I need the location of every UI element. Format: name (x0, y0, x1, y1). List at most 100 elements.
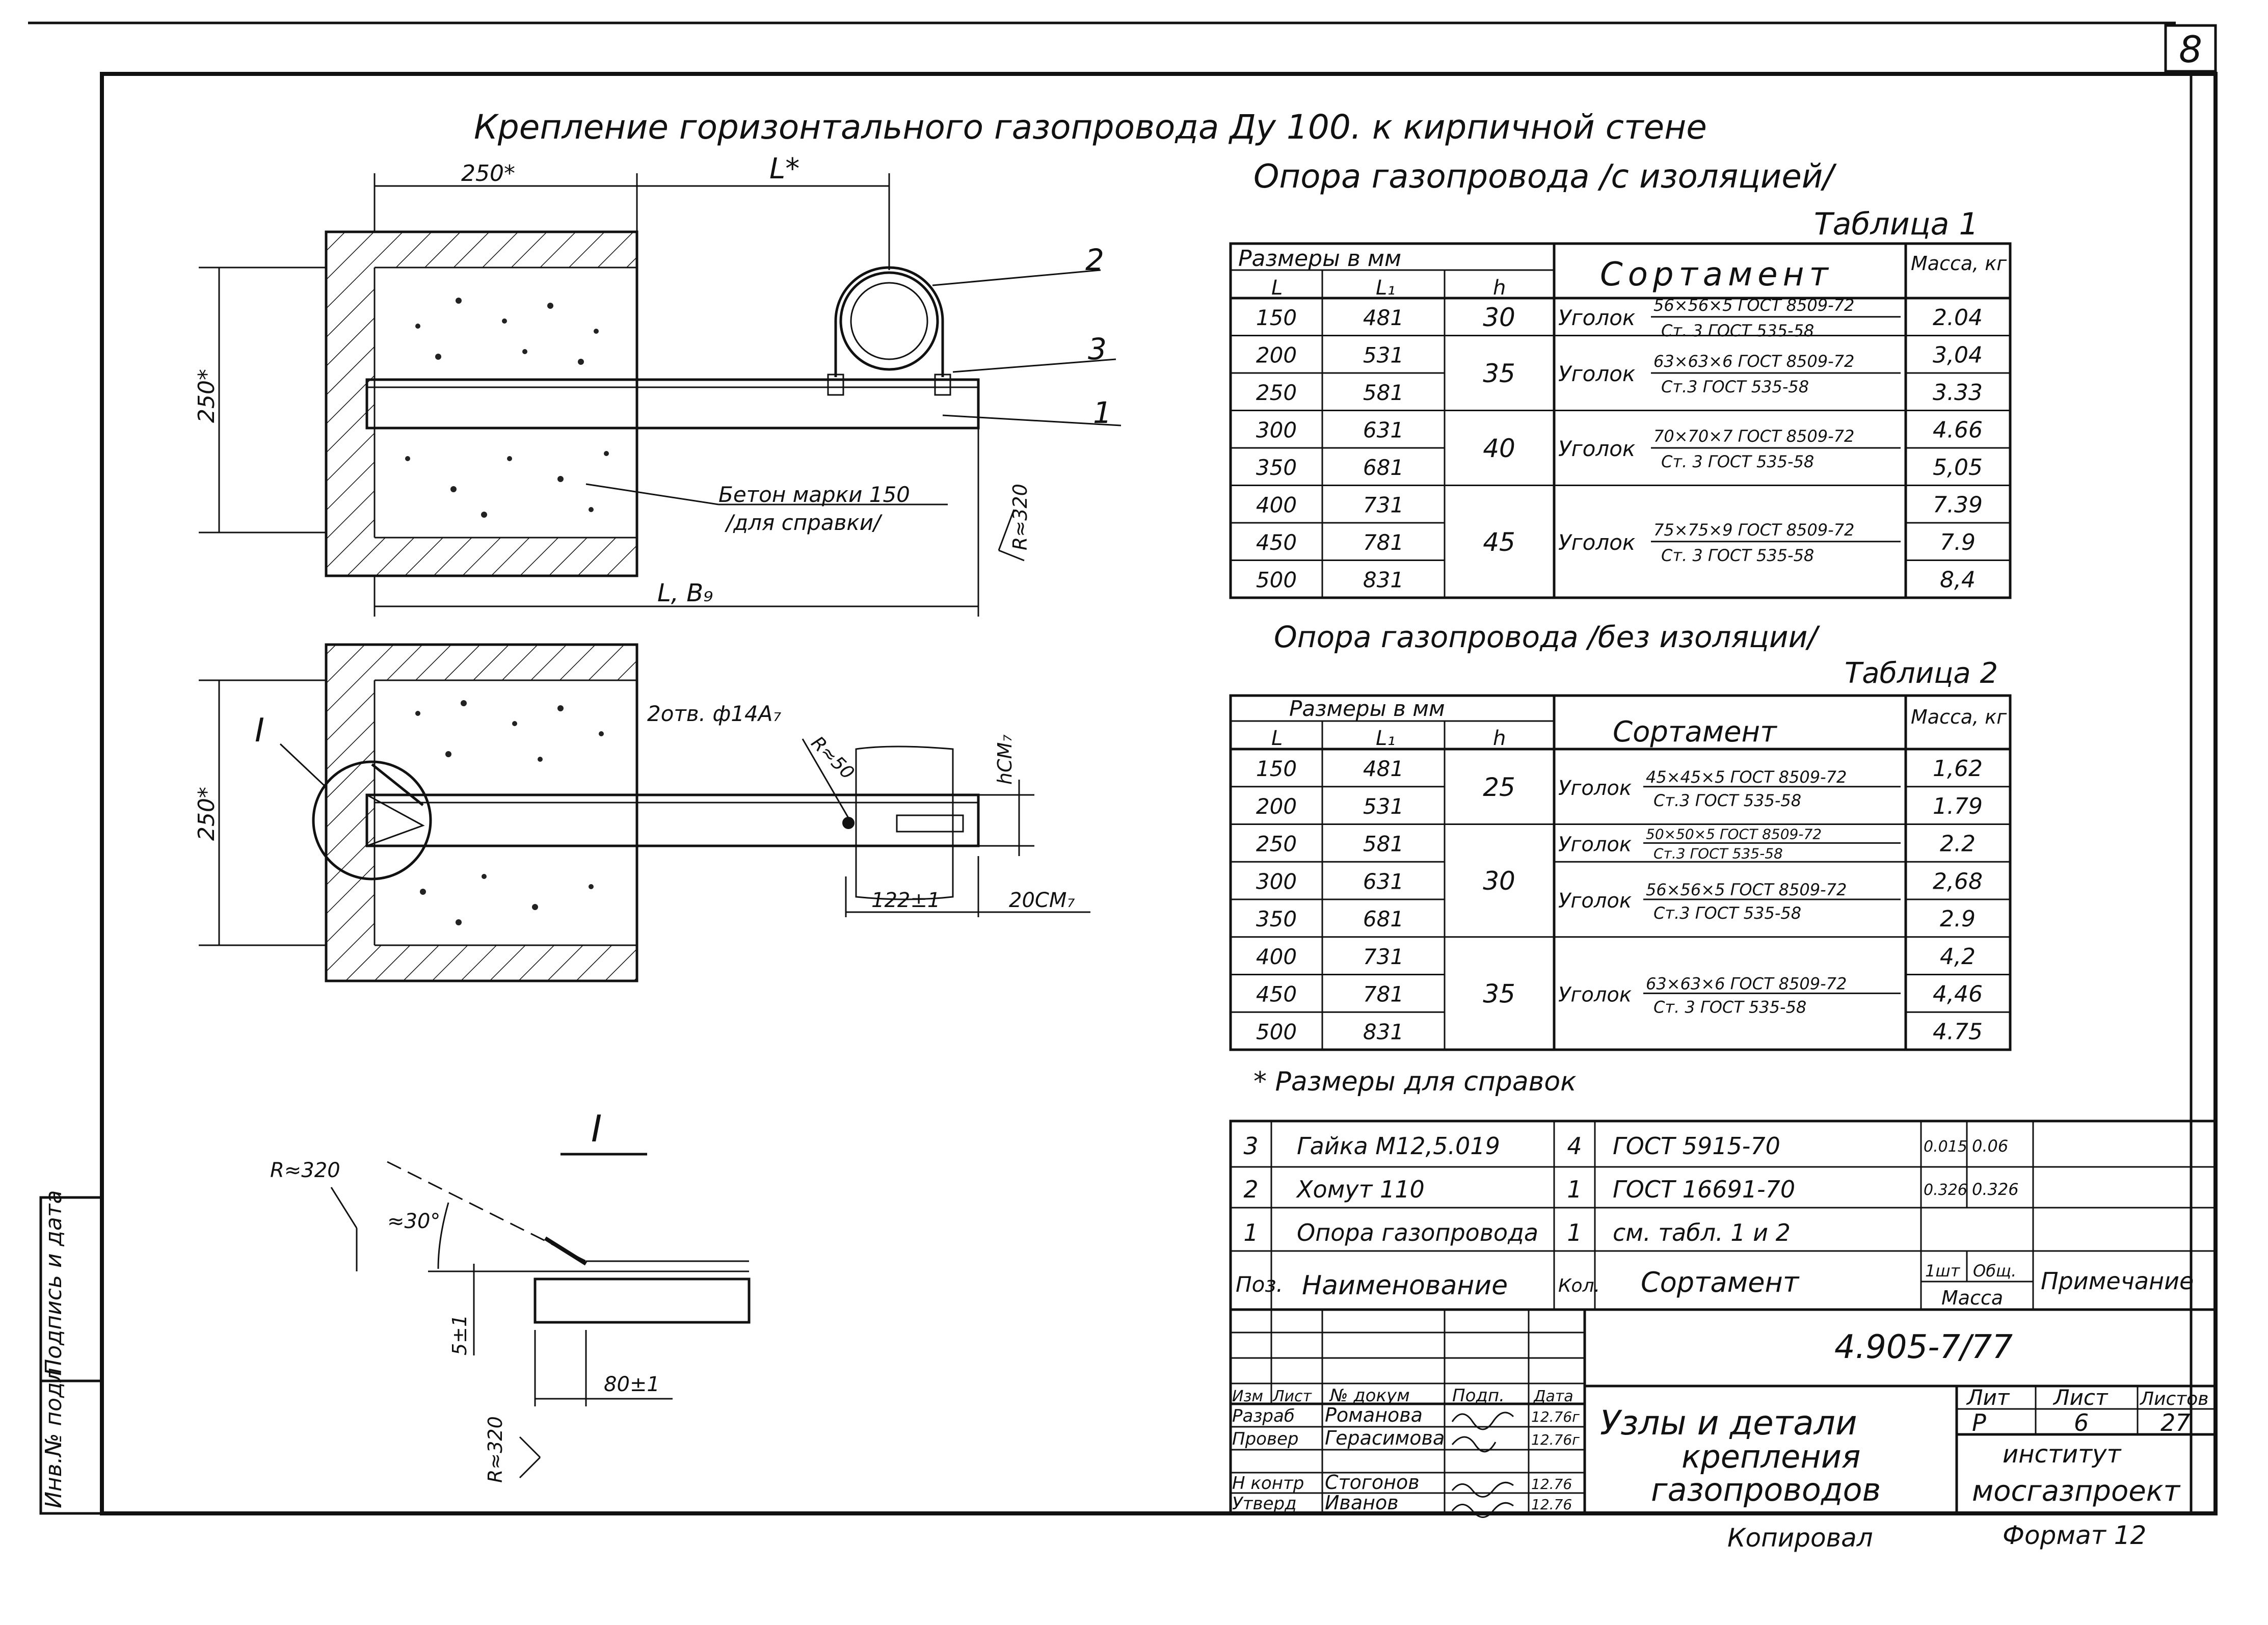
stamp-header-list: Лист (1272, 1388, 1313, 1405)
spec-header-name: Наименование (1302, 1270, 1508, 1301)
dimension-250-left-2: 250* (194, 787, 220, 841)
stamp-person-name: Иванов (1325, 1491, 1399, 1514)
table-cell-mass: 3.33 (1933, 380, 1983, 406)
table-cell-h: 30 (1483, 866, 1515, 896)
table-1-col-h: h (1493, 276, 1506, 300)
table-cell-L1: 731 (1363, 492, 1404, 517)
table-cell-mass: 4.75 (1933, 1019, 1983, 1045)
table-cell-L: 450 (1256, 530, 1297, 555)
table-cell-sort-name: Уголок (1558, 833, 1632, 856)
table-cell-mass: 2.04 (1933, 305, 1983, 331)
table-cell-L: 450 (1256, 982, 1297, 1007)
table-cell-sort-top: 63×63×6 ГОСТ 8509-72 (1646, 974, 1847, 993)
table-1: Таблица 1 Размеры в мм L L₁ h Сортамент … (1229, 206, 2012, 599)
table-cell-sort-name: Уголок (1558, 305, 1636, 330)
table-cell-L: 300 (1256, 869, 1297, 894)
table-cell-L: 250 (1256, 832, 1297, 857)
stamp-date: 12.76г (1531, 1408, 1580, 1425)
table-cell-sort-bottom: Ст.3 ГОСТ 535-58 (1653, 845, 1783, 862)
table-cell-mass: 7.39 (1933, 492, 1983, 518)
stamp-sheets-value: 27 (2160, 1409, 2191, 1436)
table-2-col-mass: Масса, кг (1911, 706, 2007, 728)
stamp-lit-value: Р (1972, 1409, 1986, 1436)
table-cell-mass: 1.79 (1933, 793, 1983, 819)
stamp-person-name: Стогонов (1325, 1471, 1420, 1494)
table-2-col-L: L (1271, 727, 1283, 750)
stamp-date: 12.76 (1531, 1496, 1572, 1513)
detail-80mm: 80±1 (604, 1373, 660, 1396)
support-plan-view: I 2отв. ф14A₇ R≈50 250* hCM₇ 122±1 20CM₇ (194, 643, 1090, 982)
table-cell-sort-name: Уголок (1558, 530, 1636, 555)
stamp-header-date: Дата (1533, 1388, 1573, 1405)
spec-row-qty: 4 (1567, 1132, 1582, 1160)
table-2-caption: Таблица 2 (1845, 657, 1998, 690)
spec-header-sort: Сортамент (1641, 1266, 1800, 1298)
table-cell-h: 35 (1483, 359, 1515, 388)
dimension-L1: L, B₉ (657, 579, 713, 607)
format-label: Формат 12 (2003, 1521, 2146, 1550)
sheet-frame: 8 Подпись и дата Инв.№ подл (28, 21, 2218, 1515)
table-cell-L1: 731 (1363, 944, 1404, 969)
table-1-col-L1: L₁ (1376, 276, 1395, 300)
table-cell-L: 200 (1256, 794, 1297, 819)
table-1-header-sizes: Размеры в мм (1238, 246, 1401, 272)
table-cell-mass: 1,62 (1933, 756, 1983, 782)
spec-header-qty: Кол. (1558, 1275, 1600, 1296)
spec-row-pos: 3 (1243, 1132, 1258, 1160)
position-2-label: 2 (1085, 243, 1104, 277)
table-cell-L: 350 (1256, 455, 1297, 480)
detail-radius-2: R≈320 (484, 1416, 506, 1483)
table-1-col-mass: Масса, кг (1911, 252, 2007, 275)
stamp-date: 12.76 (1531, 1476, 1572, 1493)
stamp-header-sheets: Листов (2139, 1389, 2208, 1409)
table-cell-sort-bottom: Ст. 3 ГОСТ 535-58 (1661, 546, 1814, 565)
table-2: Таблица 2 Размеры в мм L L₁ h Сортамент … (1229, 657, 2012, 1051)
table-2-col-h: h (1493, 727, 1506, 750)
table-cell-L: 200 (1256, 342, 1297, 367)
table-cell-mass: 4,2 (1940, 944, 1976, 970)
stamp-header-lit: Лит (1966, 1385, 2010, 1410)
concrete-note-2: /для справки/ (724, 510, 883, 535)
dimension-250-left: 250* (194, 369, 220, 423)
dimension-122: 122±1 (871, 889, 940, 912)
stamp-header-sheet: Лист (2052, 1385, 2109, 1410)
spec-row-mass-total: 0.326 (1972, 1180, 2019, 1199)
position-1-label: 1 (1093, 395, 1112, 430)
dimension-250-top: 250* (461, 161, 515, 187)
table-cell-sort-bottom: Ст.3 ГОСТ 535-58 (1653, 903, 1801, 923)
detail-5mm: 5±1 (448, 1315, 471, 1355)
support-elevation-view: 2 3 1 Бетон марки 150 /для справки/ 250*… (194, 152, 1122, 617)
spec-header-note: Примечание (2041, 1267, 2194, 1295)
copied-by: Копировал (1727, 1523, 1873, 1553)
table-cell-L: 300 (1256, 417, 1297, 442)
table-cell-mass: 4,46 (1933, 981, 1983, 1007)
table-cell-mass: 2.9 (1940, 906, 1976, 932)
table-cell-mass: 5,05 (1933, 455, 1983, 481)
table-cell-mass: 8,4 (1940, 567, 1976, 593)
table-cell-sort-name: Уголок (1558, 889, 1632, 913)
table-cell-L1: 681 (1363, 455, 1404, 480)
stamp-org-1: институт (2003, 1440, 2122, 1469)
stamp-header-izm: Изм (1232, 1388, 1263, 1405)
spec-header-mass-total: Общ. (1973, 1261, 2016, 1281)
spec-row-mass-1: 0.015 (1924, 1138, 1967, 1156)
table-cell-sort-top: 56×56×5 ГОСТ 8509-72 (1646, 880, 1847, 899)
table-1-caption: Таблица 1 (1814, 206, 1979, 242)
table-cell-mass: 4.66 (1933, 417, 1983, 443)
table-cell-sort-name: Уголок (1558, 983, 1632, 1006)
table-cell-L1: 581 (1363, 380, 1404, 405)
spec-row-qty: 1 (1567, 1176, 1582, 1203)
spec-row-sort: ГОСТ 5915-70 (1613, 1132, 1780, 1160)
table-cell-sort-bottom: Ст. 3 ГОСТ 535-58 (1653, 997, 1806, 1017)
spec-row-pos: 2 (1243, 1176, 1258, 1203)
table-cell-L: 250 (1256, 380, 1297, 405)
table-cell-sort-bottom: Ст.3 ГОСТ 535-58 (1661, 377, 1809, 396)
stamp-title-2: крепления (1682, 1438, 1860, 1475)
page-title: Крепление горизонтального газопровода Ду… (474, 108, 1707, 147)
dimension-20cm: 20CM₇ (1009, 889, 1075, 912)
table-cell-sort-bottom: Ст. 3 ГОСТ 535-58 (1661, 321, 1814, 340)
dimension-L: L* (769, 152, 799, 185)
table-cell-L1: 831 (1363, 567, 1404, 592)
